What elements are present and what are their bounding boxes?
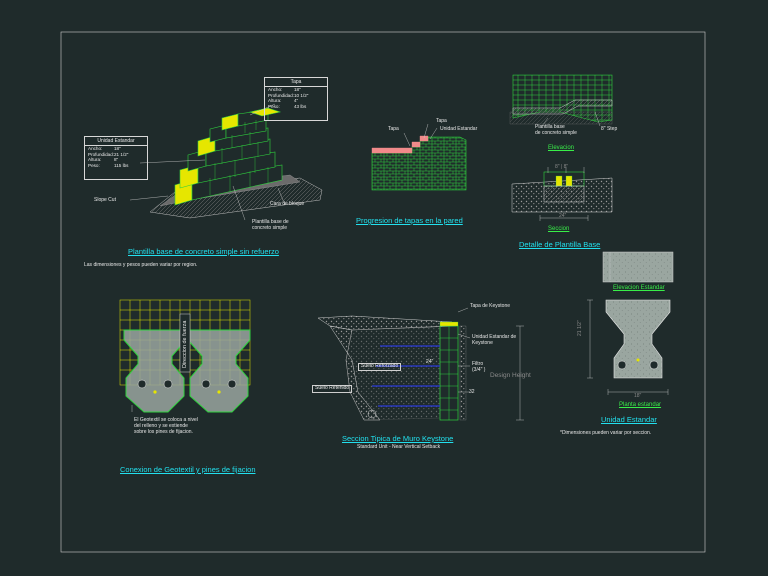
table-row: Altura: 8" — [85, 157, 147, 163]
row-value: 10 1/2" — [294, 92, 309, 98]
label-dim-18: 18" — [634, 393, 642, 399]
label-32: 32 — [469, 389, 475, 395]
row-key: Peso: — [268, 103, 280, 109]
row-value: 8" — [114, 157, 119, 162]
label-tapa-2: Tapa — [436, 118, 447, 124]
label-design-height: Design Height — [490, 372, 531, 379]
row-value: 115 lbs — [114, 162, 129, 168]
row-key: Altura: — [88, 157, 102, 162]
title-seccion: Seccion — [548, 226, 570, 232]
row-key: Profundidad: — [88, 151, 115, 157]
label-standard-unit: Standard Unit - Near Vertical Setback — [357, 444, 441, 450]
title-detalle-plantilla: Detalle de Plantilla Base — [519, 240, 601, 249]
row-value: 18" — [294, 87, 301, 92]
row-key: Peso: — [88, 162, 100, 168]
keystone-wall-section — [317, 307, 524, 421]
cap-progression-wall — [371, 123, 467, 191]
title-planta-estandar: Planta estandar — [619, 402, 662, 408]
table-tapa: Tapa Ancho:18"Profundidad:10 1/2"Altura:… — [264, 77, 328, 121]
title-conexion: Conexion de Geotextil y pines de fijacio… — [120, 465, 256, 474]
table-row: Altura: 4" — [265, 98, 327, 104]
note-variar: *Dimensiones pueden variar por seccion. — [560, 430, 652, 436]
table-unidad-header: Unidad Estandar — [85, 137, 147, 146]
row-key: Profundidad: — [268, 92, 295, 98]
row-value: 4" — [294, 98, 299, 103]
table-row: Peso: 43 lbs — [265, 104, 327, 110]
note-dimensiones: Las dimensiones y pesos pueden variar po… — [84, 262, 198, 268]
row-value: 43 lbs — [294, 103, 307, 109]
isometric-block-wall — [129, 103, 323, 221]
label-geotextil: El Geotextil se coloca a nivel del relle… — [134, 417, 198, 435]
table-tapa-header: Tapa — [265, 78, 327, 87]
row-key: Ancho: — [268, 87, 283, 92]
row-key: Altura: — [268, 98, 282, 103]
label-cara-bloque: Cara de bloque — [270, 201, 305, 207]
label-plantilla-base: Plantilla base de concreto simple — [252, 219, 289, 231]
label-direccion-fuerza: Direccion de fuerza — [182, 320, 188, 368]
label-filtro: Filtro (3/4" ) — [472, 361, 486, 373]
title-plantilla: Plantilla base de concreto simple sin re… — [128, 247, 279, 256]
title-elevacion: Elevacion — [548, 145, 575, 151]
table-row: Ancho: 18" — [85, 146, 147, 152]
standard-unit-plan — [587, 299, 671, 395]
table-row: Ancho: 18" — [265, 87, 327, 93]
geotextile-connection — [119, 299, 251, 413]
row-key: Ancho: — [88, 146, 103, 151]
label-unidad-estandar: Unidad Estandar — [440, 126, 478, 132]
label-dim-24: 24" — [559, 213, 567, 219]
label-24: 24" — [426, 359, 434, 365]
label-slope-cut: Slope Cut — [94, 197, 116, 203]
title-seccion-tipica: Seccion Tipica de Muro Keystone — [342, 434, 454, 443]
label-suelo-retenido: Suelo Retenido — [312, 385, 353, 393]
label-plantilla-base-2: Plantilla base de concreto simple — [535, 124, 577, 136]
base-elevation — [509, 74, 613, 127]
label-dim-top: 8" | 8" — [555, 164, 569, 170]
label-tapa-keystone: Tapa de Keystone — [470, 303, 511, 309]
row-value: 18" — [114, 146, 121, 151]
label-tapa: Tapa — [388, 126, 399, 132]
label-dim-21: 21 1/2" — [577, 320, 583, 336]
label-suelo-reforzado: Suelo Reforzado — [358, 363, 402, 371]
standard-unit-elevation — [602, 251, 674, 283]
title-progresion: Progresion de tapas en la pared — [356, 216, 463, 225]
title-elevacion-estandar: Elevacion Estandar — [613, 285, 665, 291]
table-row: Profundidad:10 1/2" — [265, 93, 327, 99]
base-section — [511, 167, 613, 221]
title-unidad-estandar: Unidad Estandar — [601, 415, 657, 424]
table-row: Profundidad:21 1/2" — [85, 152, 147, 158]
table-unidad: Unidad Estandar Ancho: 18"Profundidad:21 … — [84, 136, 148, 180]
label-unidad-keystone: Unidad Estandar de Keystone — [472, 334, 517, 346]
sheet-border — [60, 31, 706, 553]
row-value: 21 1/2" — [114, 151, 129, 157]
label-step: 8" Step — [601, 126, 618, 132]
table-row: Peso: 115 lbs — [85, 163, 147, 169]
